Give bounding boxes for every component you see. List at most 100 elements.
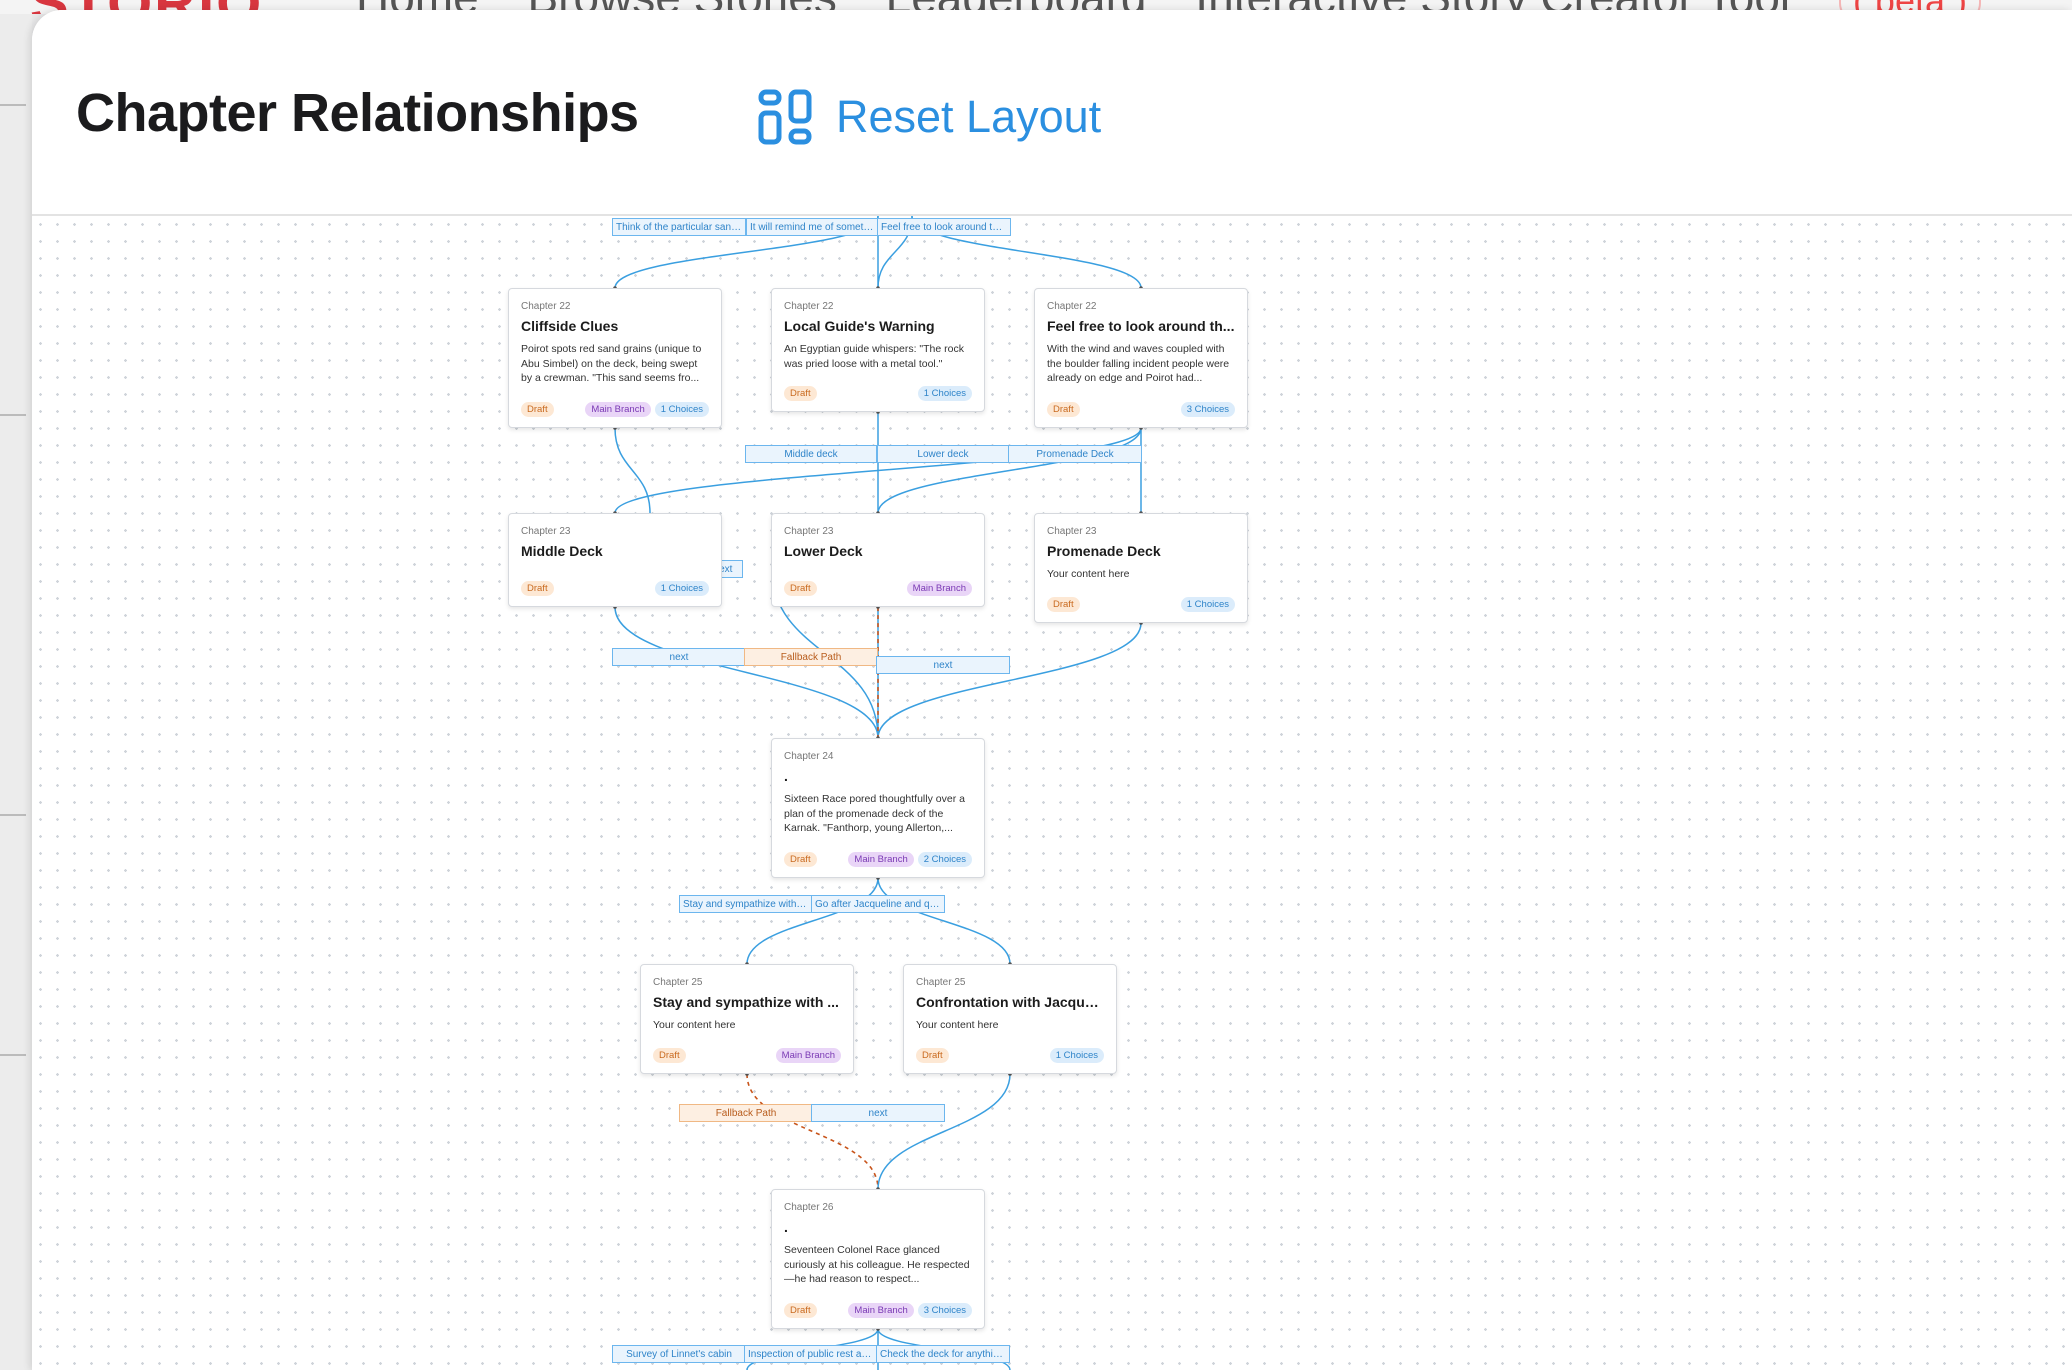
edge-label[interactable]: Survey of Linnet's cabin xyxy=(612,1345,746,1363)
relationship-edge xyxy=(877,877,1011,965)
chapter-excerpt: Sixteen Race pored thoughtfully over a p… xyxy=(784,793,965,834)
chapter-number: Chapter 23 xyxy=(1047,526,1097,537)
chapter-number: Chapter 25 xyxy=(653,977,703,988)
edge-label[interactable]: Stay and sympathize with Si... xyxy=(679,895,813,913)
chapter-excerpt: Your content here xyxy=(1047,568,1130,580)
chapter-number: Chapter 23 xyxy=(784,526,834,537)
chapter-tags: Draft Main Branch xyxy=(653,1047,841,1063)
relationship-edge xyxy=(877,622,1142,739)
choices-count-badge: 3 Choices xyxy=(917,1302,972,1318)
edge-label[interactable]: Think of the particular sand ... xyxy=(612,218,746,236)
chapter-node[interactable]: Chapter 22 Local Guide's Warning An Egypti… xyxy=(771,288,985,412)
edge-label[interactable]: next xyxy=(876,656,1010,674)
relationship-edge xyxy=(877,427,1142,514)
relationship-edge xyxy=(614,606,879,739)
choices-count-badge: 1 Choices xyxy=(654,580,709,596)
chapter-title: Stay and sympathize with ... xyxy=(653,994,839,1010)
fallback-edge-label[interactable]: Fallback Path xyxy=(744,648,878,666)
relationship-canvas[interactable]: Think of the particular sand ...It will … xyxy=(32,216,2072,1370)
chapter-node[interactable]: Chapter 26. Seventeen Colonel Race glance… xyxy=(771,1189,985,1329)
sidebar-divider xyxy=(0,1054,26,1056)
chapter-node[interactable]: Chapter 24. Sixteen Race pored thoughtful… xyxy=(771,738,985,878)
chapter-tags: Draft 1 Choices xyxy=(521,580,709,596)
chapter-node[interactable]: Chapter 22 Feel free to look around th...… xyxy=(1034,288,1248,428)
reset-layout-label: Reset Layout xyxy=(836,91,1102,142)
background-sidebar xyxy=(0,14,32,1370)
choices-count-badge: 1 Choices xyxy=(1180,596,1235,612)
edge-label[interactable]: next xyxy=(811,1104,945,1122)
chapter-tags: Draft 1 Choices xyxy=(1047,596,1235,612)
main-branch-badge: Main Branch xyxy=(848,1302,914,1318)
draft-badge: Draft xyxy=(653,1047,686,1063)
chapter-title: Local Guide's Warning xyxy=(784,318,935,334)
draft-badge: Draft xyxy=(521,401,554,417)
chapter-title: Middle Deck xyxy=(521,543,603,559)
modal-header: Chapter Relationships Reset Layout xyxy=(32,10,2072,216)
draft-badge: Draft xyxy=(916,1047,949,1063)
reset-layout-button[interactable]: Reset Layout xyxy=(758,86,1101,148)
chapter-number: Chapter 22 xyxy=(784,301,834,312)
chapter-title: . xyxy=(784,768,788,784)
chapter-excerpt: Seventeen Colonel Race glanced curiously… xyxy=(784,1244,970,1285)
main-branch-badge: Main Branch xyxy=(775,1047,841,1063)
choices-count-badge: 3 Choices xyxy=(1180,401,1235,417)
edge-label[interactable]: Go after Jacqueline and que... xyxy=(811,895,945,913)
chapter-number: Chapter 24 xyxy=(784,751,834,762)
chapter-excerpt: Poirot spots red sand grains (unique to … xyxy=(521,343,702,384)
relationship-edge xyxy=(746,877,879,965)
chapter-tags: Draft 3 Choices xyxy=(1047,401,1235,417)
edge-label[interactable]: Feel free to look around the ... xyxy=(877,218,1011,236)
chapter-number: Chapter 22 xyxy=(521,301,571,312)
chapter-excerpt: An Egyptian guide whispers: "The rock wa… xyxy=(784,343,964,370)
chapter-number: Chapter 22 xyxy=(1047,301,1097,312)
draft-badge: Draft xyxy=(1047,596,1080,612)
chapter-excerpt: Your content here xyxy=(916,1019,999,1031)
sidebar-divider xyxy=(0,414,26,416)
chapter-title: Lower Deck xyxy=(784,543,863,559)
choices-count-badge: 1 Choices xyxy=(654,401,709,417)
chapter-number: Chapter 26 xyxy=(784,1202,834,1213)
chapter-tags: Draft 1 Choices xyxy=(784,385,972,401)
edge-label[interactable]: next xyxy=(612,648,746,666)
chapter-title: . xyxy=(784,1219,788,1235)
edge-label[interactable]: Inspection of public rest are... xyxy=(744,1345,878,1363)
choices-count-badge: 1 Choices xyxy=(917,385,972,401)
choices-count-badge: 1 Choices xyxy=(1049,1047,1104,1063)
chapter-title: Feel free to look around th... xyxy=(1047,318,1235,334)
chapter-tags: Draft 1 Choices xyxy=(916,1047,1104,1063)
chapter-title: Promenade Deck xyxy=(1047,543,1161,559)
choices-count-badge: 2 Choices xyxy=(917,851,972,867)
edge-label[interactable]: Check the deck for anything... xyxy=(876,1345,1010,1363)
fallback-edge-label[interactable]: Fallback Path xyxy=(679,1104,813,1122)
sidebar-divider xyxy=(0,814,26,816)
main-branch-badge: Main Branch xyxy=(906,580,972,596)
edge-label[interactable]: It will remind me of somethi... xyxy=(746,218,878,236)
chapter-number: Chapter 23 xyxy=(521,526,571,537)
chapter-node[interactable]: Chapter 25 Confrontation with Jacquel... Y… xyxy=(903,964,1117,1074)
draft-badge: Draft xyxy=(784,1302,817,1318)
edge-label[interactable]: Lower deck xyxy=(877,445,1009,463)
edge-label[interactable]: Promenade Deck xyxy=(1008,445,1142,463)
main-branch-badge: Main Branch xyxy=(585,401,651,417)
draft-badge: Draft xyxy=(784,580,817,596)
chapter-tags: Draft Main Branch xyxy=(784,580,972,596)
chapter-number: Chapter 25 xyxy=(916,977,966,988)
layout-grid-icon xyxy=(758,89,812,145)
draft-badge: Draft xyxy=(521,580,554,596)
relationship-edge xyxy=(614,427,651,514)
chapter-title: Cliffside Clues xyxy=(521,318,619,334)
chapter-title: Confrontation with Jacquel... xyxy=(916,994,1104,1010)
draft-badge: Draft xyxy=(1047,401,1080,417)
edge-label[interactable]: Middle deck xyxy=(745,445,877,463)
fallback-edge xyxy=(746,1073,879,1190)
draft-badge: Draft xyxy=(784,385,817,401)
main-branch-badge: Main Branch xyxy=(848,851,914,867)
relationship-edge xyxy=(877,1073,1011,1190)
